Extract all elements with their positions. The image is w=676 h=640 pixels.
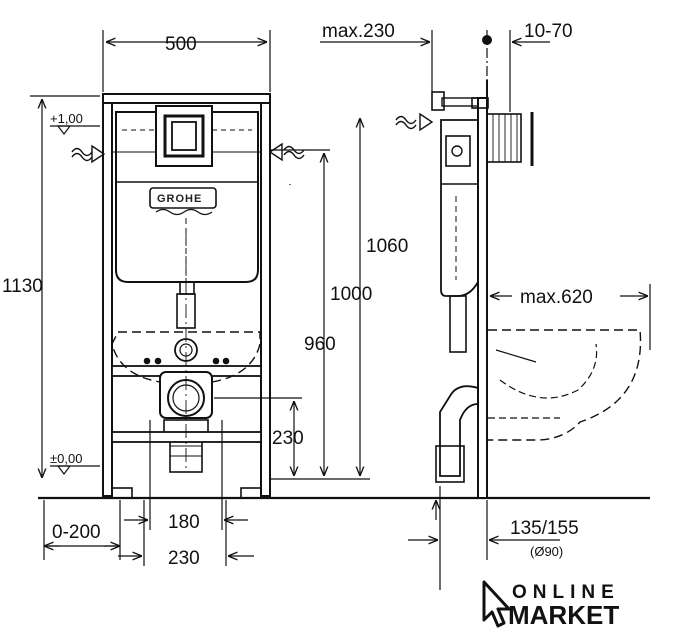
tank-brand-label: GROHE <box>157 193 202 205</box>
side-view <box>395 80 650 500</box>
dim-height-230: 230 <box>272 428 304 449</box>
cursor-arrow-icon <box>482 580 511 628</box>
marker-top-label: +1,00 <box>50 111 83 126</box>
watermark-line2: MARKET <box>508 600 619 630</box>
watermark-line1: ONLINE <box>512 582 620 603</box>
water-inlet-left <box>71 147 93 157</box>
front-view <box>38 93 432 500</box>
front-dimensions <box>30 30 370 566</box>
frame-right-foot <box>240 487 262 499</box>
side-bracket <box>486 113 522 163</box>
frame-lower-bar <box>111 431 262 443</box>
side-drain-bend <box>439 385 479 477</box>
dim-height-1060: 1060 <box>366 236 408 257</box>
frame-top-bar <box>102 93 271 104</box>
dim-outlet-height: 135/155 <box>510 518 579 539</box>
dim-floor-offset: 0-200 <box>52 522 101 543</box>
frame-right-post <box>260 95 271 497</box>
dim-width-500: 500 <box>165 34 197 55</box>
dim-pipe-spacing-180: 180 <box>168 512 200 533</box>
dim-adjust-range: 10-70 <box>524 21 573 42</box>
frame-left-post <box>102 95 113 497</box>
brand-badge <box>149 187 217 209</box>
side-bowl-dashed <box>488 329 642 441</box>
dim-max-depth: max.230 <box>322 21 395 42</box>
dim-height-1130: 1130 <box>2 276 43 297</box>
side-dimensions <box>320 30 651 590</box>
dim-frame-width-230: 230 <box>168 548 200 569</box>
cistern-tank <box>115 111 259 283</box>
dim-height-1000: 1000 <box>330 284 372 305</box>
dim-bowl-length: max.620 <box>520 287 593 308</box>
watermark-logo: ONLINE MARKET <box>482 580 620 630</box>
dim-outlet-diameter: (Ø90) <box>530 544 563 559</box>
marker-bottom-label: ±0,00 <box>50 451 82 466</box>
frame-left-foot <box>111 487 133 499</box>
side-frame <box>477 97 488 499</box>
dim-height-960: 960 <box>304 334 336 355</box>
